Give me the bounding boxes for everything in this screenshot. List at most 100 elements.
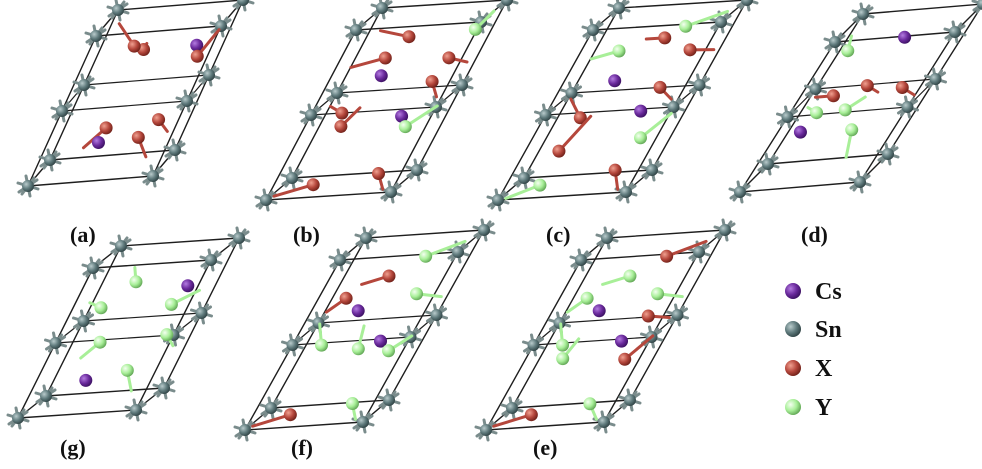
- sn-atom: [823, 30, 847, 54]
- sn-atom-sphere: [12, 412, 24, 424]
- cell-edge: [117, 0, 244, 11]
- x-atom-sphere: [378, 51, 392, 65]
- sn-atom-sphere: [809, 83, 822, 95]
- y-atom-sphere: [612, 44, 626, 58]
- sn-atom: [379, 180, 403, 204]
- sn-atom: [197, 63, 221, 87]
- cs-atom-sphere: [374, 334, 388, 348]
- panel-label-b: (b): [293, 222, 320, 247]
- cs-atom-sphere: [898, 30, 912, 44]
- y-atom-sphere: [651, 287, 665, 301]
- sn-atom-sphere: [882, 148, 894, 160]
- cs-atom-sphere: [374, 69, 388, 83]
- cs-atom: [615, 334, 629, 348]
- sn-atom-sphere: [90, 30, 102, 42]
- sn-atom: [344, 18, 368, 42]
- y-atom: [634, 111, 673, 145]
- y-atom-sphere: [410, 287, 424, 301]
- cell-edge: [291, 169, 418, 179]
- sn-atom-sphere: [601, 232, 613, 244]
- cell-edge: [339, 251, 459, 261]
- cell-edge-mid: [336, 84, 463, 94]
- sn-atom-sphere: [22, 180, 34, 192]
- cs-atom-sphere: [592, 304, 606, 318]
- sn-atom-sphere: [492, 194, 504, 206]
- x-atom-sphere: [658, 31, 672, 45]
- y-atom-sphere: [556, 352, 570, 366]
- cs-atom-sphere: [181, 279, 195, 293]
- panel-label-c: (c): [546, 222, 570, 247]
- x-atom: [360, 269, 396, 286]
- sn-atom: [776, 105, 799, 129]
- x-atom-sphere: [382, 269, 396, 283]
- sn-atom-sphere: [598, 416, 610, 428]
- cell-edge: [27, 175, 154, 187]
- cell-edge: [511, 399, 631, 409]
- cs-atom: [79, 373, 93, 387]
- sn-atom: [581, 18, 605, 42]
- sn-atom-sphere: [587, 24, 599, 36]
- sn-atom: [72, 73, 96, 97]
- y-atom-sphere: [120, 363, 134, 377]
- x-bond: [272, 183, 315, 198]
- y-atom: [382, 334, 414, 358]
- sn-atom: [254, 188, 278, 212]
- sn-atom: [175, 89, 199, 113]
- sn-atom-sphere: [265, 402, 277, 414]
- y-atom-sphere: [164, 297, 178, 311]
- x-atom: [618, 334, 655, 366]
- x-atom: [334, 106, 362, 133]
- cell-edge-mid: [310, 106, 437, 116]
- cs-atom: [374, 69, 388, 83]
- cell-edge: [485, 421, 605, 431]
- sn-atom-sphere: [112, 4, 124, 16]
- cs-atom: [374, 334, 388, 348]
- cell-edge: [270, 399, 390, 409]
- sn-atom: [34, 384, 58, 408]
- cs-atom-sphere: [190, 38, 204, 52]
- legend-item-x: X: [785, 356, 833, 382]
- cs-atom-sphere: [793, 125, 807, 139]
- sn-atom-sphere: [205, 254, 217, 266]
- x-atom: [653, 80, 673, 101]
- y-atom: [565, 291, 594, 314]
- sn-atom-sphere: [87, 262, 99, 274]
- x-atom-sphere: [283, 408, 297, 422]
- sn-atom: [472, 218, 496, 242]
- x-atom: [272, 178, 320, 198]
- panel-label-a: (a): [70, 222, 96, 247]
- cell-edge: [523, 169, 653, 179]
- cs-atom: [395, 109, 409, 123]
- sn-atom: [163, 138, 187, 162]
- y-atom: [589, 44, 626, 61]
- cell-edge: [45, 387, 165, 397]
- cell-edge: [606, 229, 726, 239]
- y-atom-sphere: [810, 106, 824, 120]
- sn-atom-sphere: [44, 154, 56, 166]
- sn-atom-sphere: [430, 309, 443, 321]
- sn-atom: [280, 166, 304, 190]
- sn-atom-sphere: [350, 24, 362, 36]
- sn-atom: [666, 303, 689, 327]
- sn-atom-sphere: [857, 8, 869, 20]
- legend-item-cs: Cs: [785, 279, 842, 305]
- y-atom-sphere: [345, 397, 359, 411]
- cell-edge: [49, 149, 176, 161]
- sn-atom-sphere: [130, 404, 142, 416]
- y-atom-sphere: [580, 291, 594, 305]
- sn-atom-sphere: [456, 79, 468, 91]
- cell-edge: [739, 181, 861, 193]
- y-bond: [639, 111, 673, 140]
- cell-edge-mid: [814, 78, 937, 90]
- cell-edge-mid: [54, 334, 175, 344]
- sn-atom-sphere: [195, 307, 208, 319]
- y-atom: [841, 34, 855, 58]
- x-atom: [641, 309, 671, 323]
- cell-edge: [592, 21, 722, 31]
- x-atom-sphere: [653, 80, 667, 94]
- sn-atom: [370, 0, 394, 20]
- sn-atom-sphere: [624, 394, 636, 406]
- x-atom: [190, 28, 221, 63]
- legend-item-y: Y: [785, 395, 832, 421]
- x-atom: [131, 130, 148, 159]
